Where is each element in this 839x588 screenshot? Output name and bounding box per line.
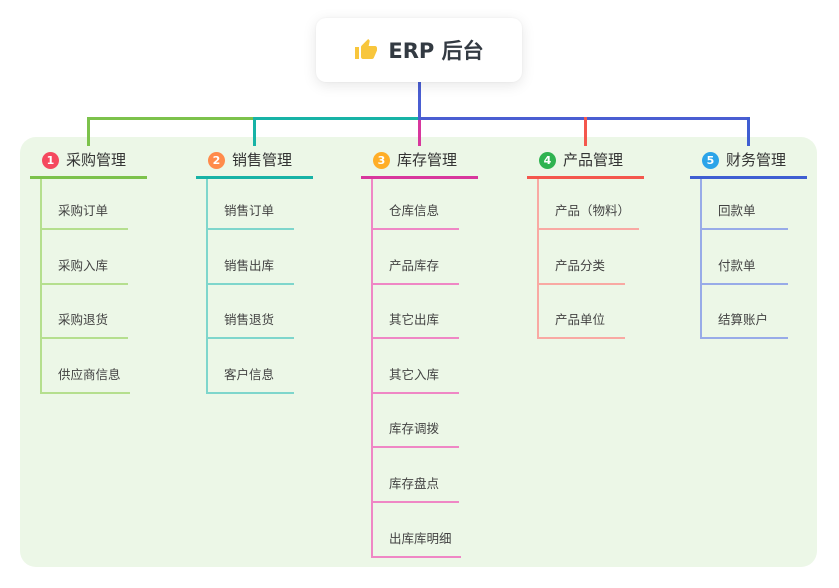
branch-purchase: 1 采购管理 采购订单 采购入库 采购退货 供应商信息 [30, 150, 147, 394]
mindmap-node[interactable]: 销售出库 [208, 230, 294, 285]
mindmap-node[interactable]: 客户信息 [208, 339, 294, 394]
branch-title-inventory[interactable]: 3 库存管理 [361, 150, 478, 179]
mindmap-node[interactable]: 库存盘点 [373, 448, 459, 503]
mindmap-node[interactable]: 供应商信息 [42, 339, 130, 394]
thumbs-up-icon [355, 39, 378, 59]
branch-title-finance[interactable]: 5 财务管理 [690, 150, 807, 179]
mindmap-node[interactable]: 仓库信息 [373, 179, 459, 230]
root-label: ERP 后台 [388, 39, 484, 63]
branch-label: 财务管理 [726, 151, 787, 169]
mindmap-node[interactable]: 付款单 [702, 230, 788, 285]
branch-label: 采购管理 [66, 151, 127, 169]
mindmap-node[interactable]: 其它入库 [373, 339, 459, 394]
badge-2: 2 [208, 151, 225, 169]
mindmap-node[interactable]: 销售订单 [208, 179, 294, 230]
branch-title-purchase[interactable]: 1 采购管理 [30, 150, 147, 179]
branch-children: 仓库信息 产品库存 其它出库 其它入库 库存调拨 库存盘点 出库库明细 [371, 179, 461, 558]
branch-label: 产品管理 [563, 151, 624, 169]
badge-1: 1 [42, 151, 59, 169]
mindmap-node[interactable]: 库存调拨 [373, 394, 459, 449]
branches-panel [20, 137, 817, 567]
branch-title-product[interactable]: 4 产品管理 [527, 150, 644, 179]
branch-sales: 2 销售管理 销售订单 销售出库 销售退货 客户信息 [196, 150, 313, 394]
badge-5: 5 [702, 151, 719, 169]
branch-inventory: 3 库存管理 仓库信息 产品库存 其它出库 其它入库 库存调拨 库存盘点 出库库… [361, 150, 478, 558]
branch-children: 回款单 付款单 结算账户 [700, 179, 788, 340]
mindmap-node[interactable]: 采购订单 [42, 179, 128, 230]
mindmap-node[interactable]: 结算账户 [702, 285, 788, 340]
branch-label: 库存管理 [397, 151, 458, 169]
mindmap-node[interactable]: 产品库存 [373, 230, 459, 285]
mindmap-node[interactable]: 采购入库 [42, 230, 128, 285]
mindmap-node[interactable]: 其它出库 [373, 285, 459, 340]
mindmap-node[interactable]: 产品单位 [539, 285, 625, 340]
mindmap-node[interactable]: 回款单 [702, 179, 788, 230]
mindmap-node[interactable]: 出库库明细 [373, 503, 461, 558]
branch-children: 销售订单 销售出库 销售退货 客户信息 [206, 179, 294, 394]
mindmap-node[interactable]: 产品（物料） [539, 179, 640, 230]
badge-3: 3 [373, 151, 390, 169]
badge-4: 4 [539, 151, 556, 169]
branch-title-sales[interactable]: 2 销售管理 [196, 150, 313, 179]
branch-children: 采购订单 采购入库 采购退货 供应商信息 [40, 179, 130, 394]
mindmap-node[interactable]: 销售退货 [208, 285, 294, 340]
branch-label: 销售管理 [232, 151, 293, 169]
branch-children: 产品（物料） 产品分类 产品单位 [537, 179, 640, 340]
branch-product: 4 产品管理 产品（物料） 产品分类 产品单位 [527, 150, 644, 340]
mindmap-node[interactable]: 产品分类 [539, 230, 625, 285]
mindmap-node[interactable]: 采购退货 [42, 285, 128, 340]
root-node[interactable]: ERP 后台 [316, 18, 522, 82]
branch-finance: 5 财务管理 回款单 付款单 结算账户 [690, 150, 807, 340]
